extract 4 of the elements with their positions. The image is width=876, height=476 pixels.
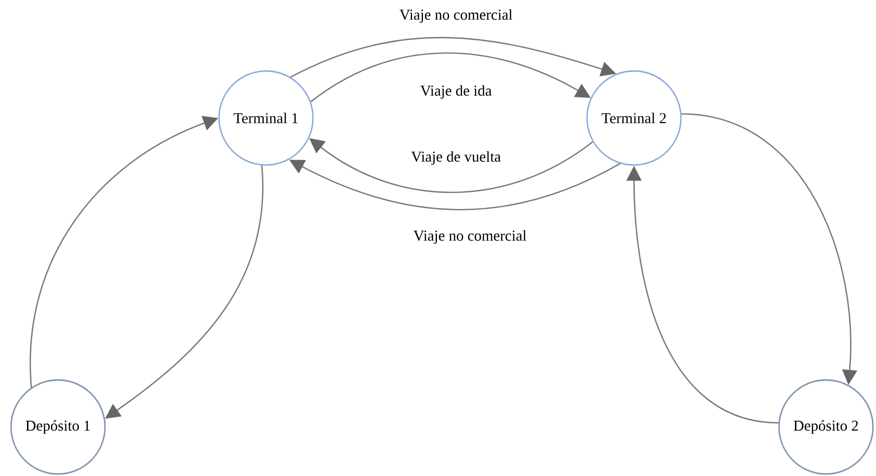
edge-label: Viaje de ida: [420, 85, 492, 99]
edge-label: Viaje de vuelta: [411, 151, 501, 165]
edge-label: Viaje no comercial: [414, 230, 526, 244]
edge-label: Viaje no comercial: [400, 9, 512, 23]
